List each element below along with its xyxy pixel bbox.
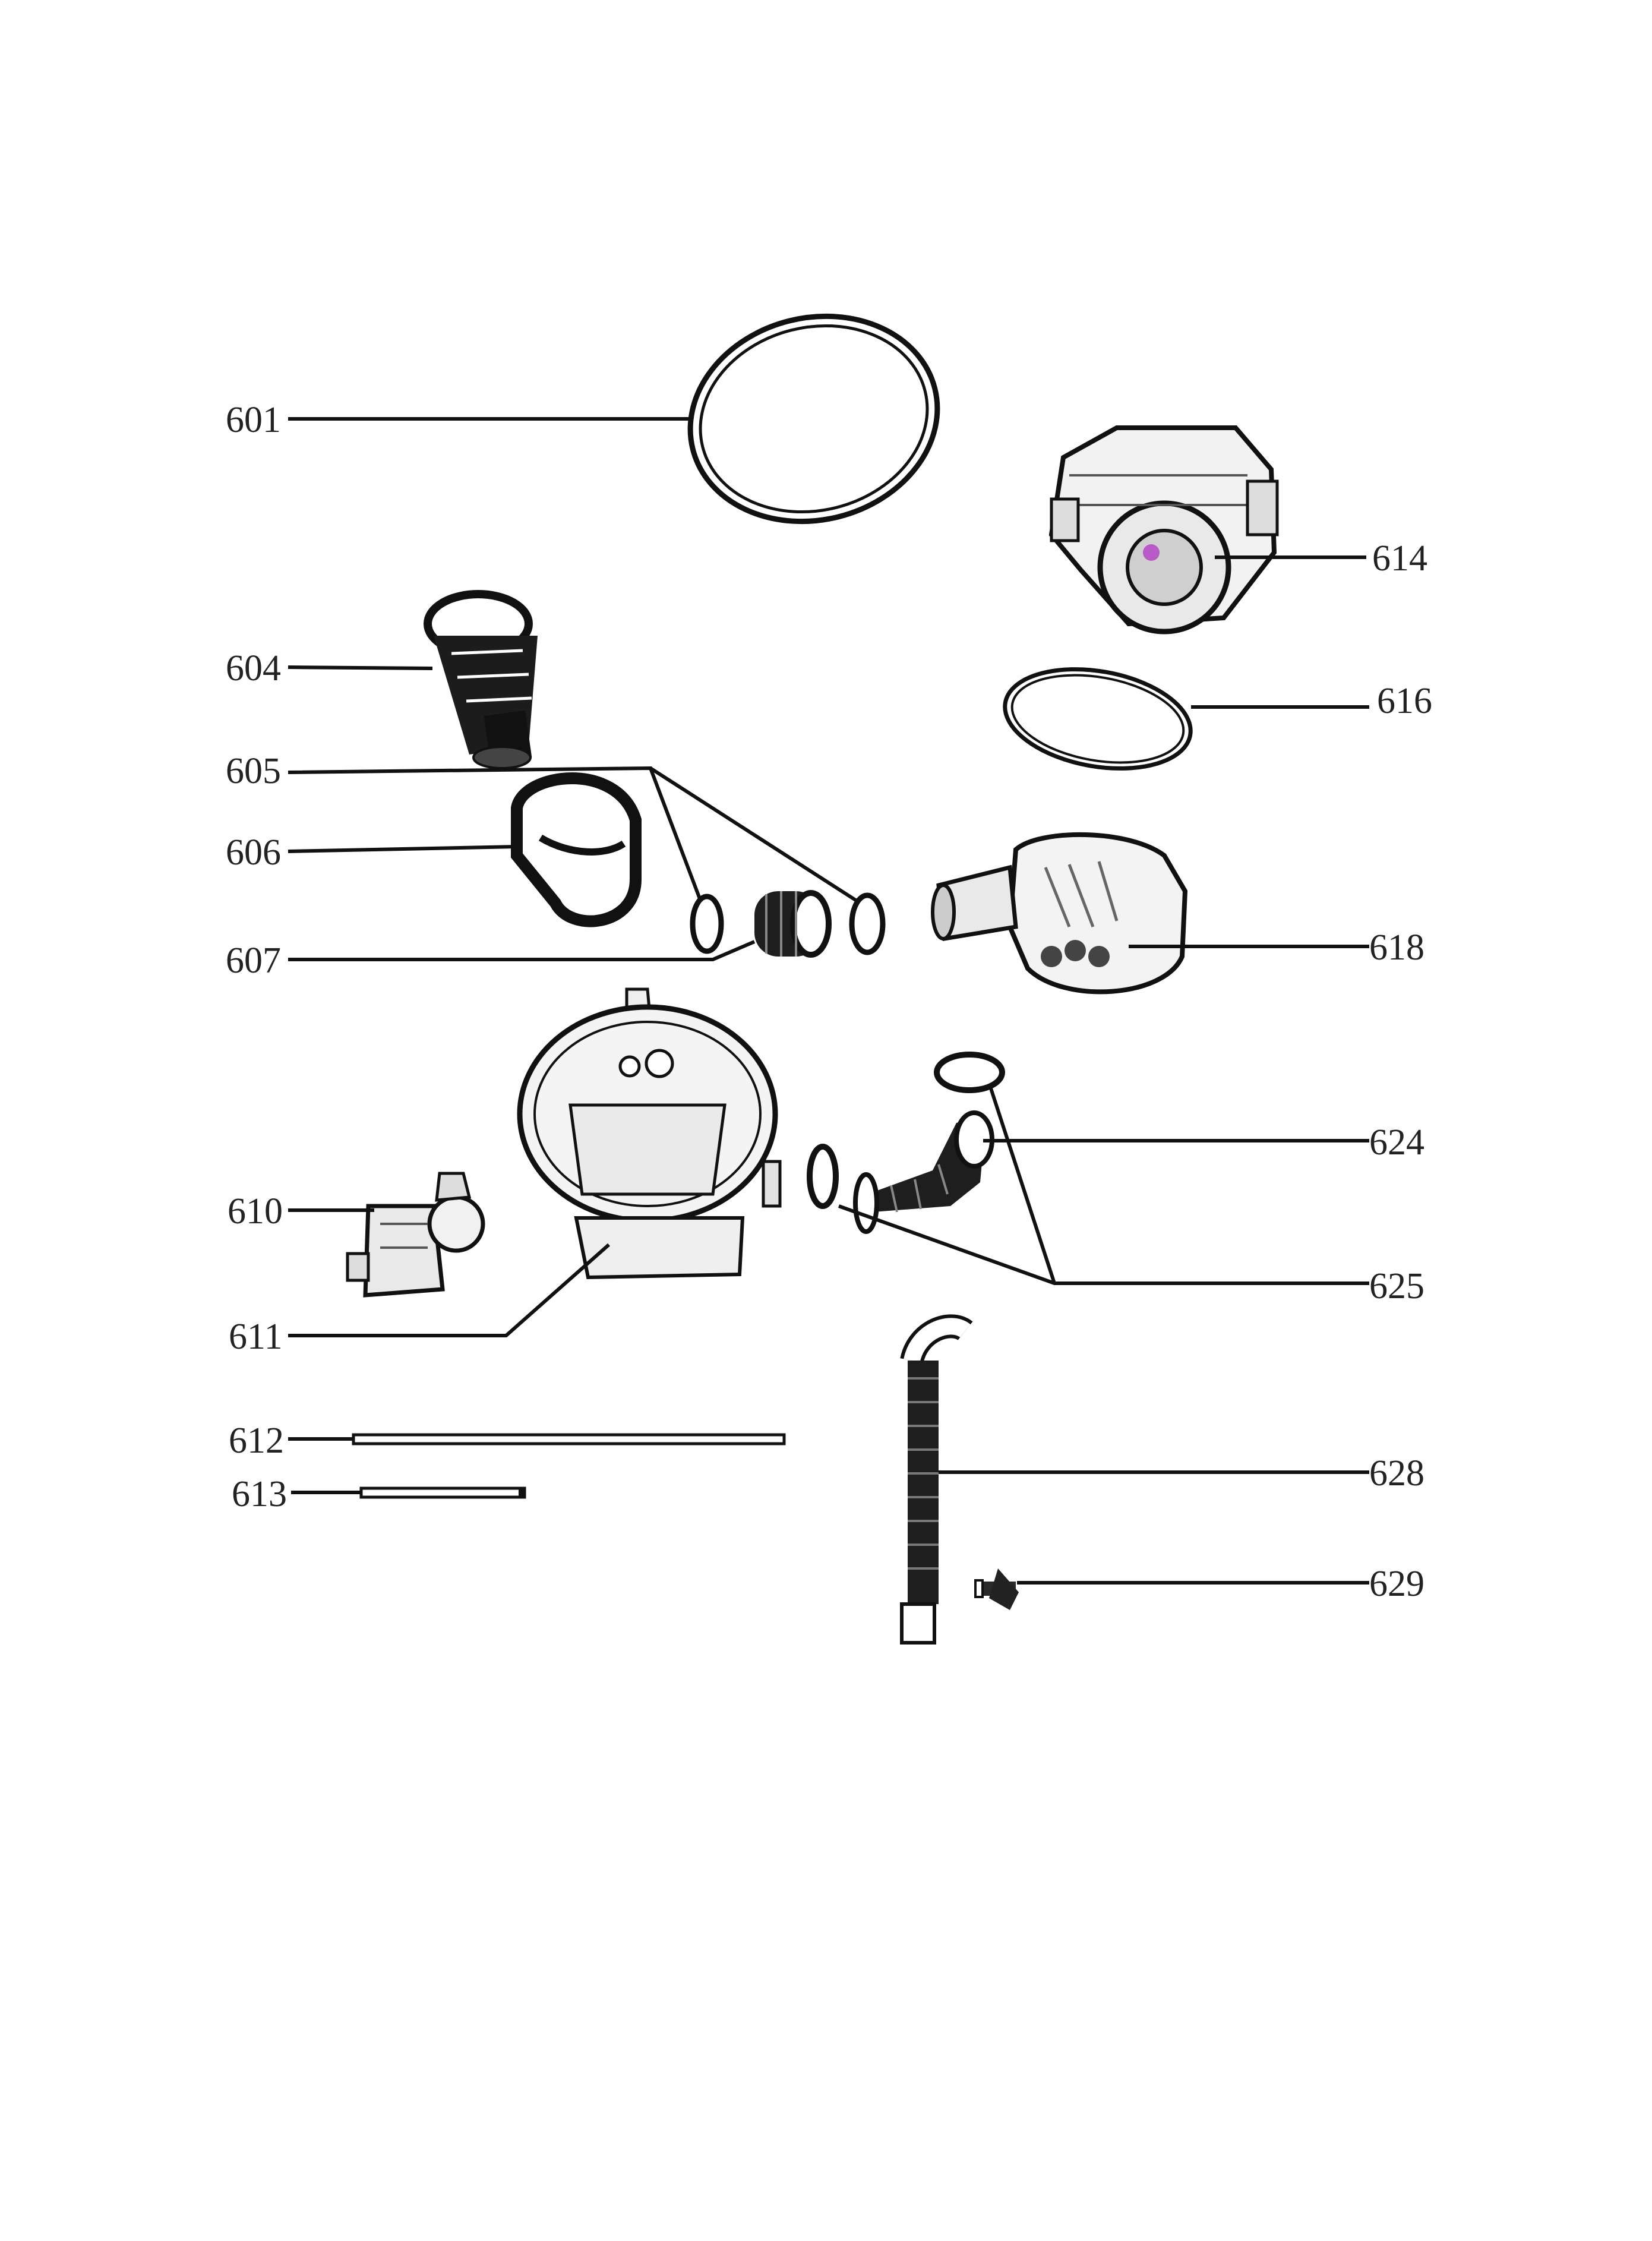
callout-618: 618 (1369, 927, 1424, 968)
part-612-long-rod (352, 1433, 786, 1445)
leader-605-branch (649, 766, 860, 904)
callout-612: 612 (229, 1421, 284, 1461)
part-611-sump-assembly (517, 987, 782, 1280)
leader-604 (288, 665, 433, 670)
callout-616: 616 (1377, 681, 1432, 721)
callout-601: 601 (226, 400, 281, 440)
callout-605: 605 (226, 751, 281, 791)
leader-607 (288, 940, 756, 961)
part-606-filter-frame (511, 772, 642, 927)
callout-624: 624 (1369, 1122, 1424, 1163)
part-618-heater-housing (931, 832, 1188, 995)
callout-604: 604 (226, 648, 281, 689)
callout-606: 606 (226, 832, 281, 873)
leader-611 (288, 1243, 610, 1337)
part-610-drain-pump (346, 1172, 485, 1298)
part-624-elbow-hose (853, 1110, 994, 1234)
callout-611: 611 (229, 1317, 283, 1357)
part-604-filter-cylinder (424, 590, 538, 769)
callout-610: 610 (228, 1191, 283, 1232)
part-625-hose-clamps (807, 1052, 1005, 1209)
part-614-circulation-pump (1048, 425, 1279, 635)
part-605-clamp-rings (690, 892, 886, 955)
part-629-check-valve (974, 1568, 1019, 1610)
leader-625-branch (989, 1088, 1056, 1284)
part-628-drain-hose (900, 1314, 973, 1645)
callout-628: 628 (1369, 1453, 1424, 1494)
callout-613: 613 (232, 1474, 287, 1514)
callout-625: 625 (1369, 1266, 1424, 1306)
callout-614: 614 (1372, 538, 1427, 579)
part-601-gasket-ring (687, 313, 940, 525)
leader-625 (838, 1204, 1369, 1285)
callout-607: 607 (226, 940, 281, 981)
leader-606 (288, 845, 517, 853)
part-616-o-ring (1003, 667, 1193, 771)
callout-629: 629 (1369, 1564, 1424, 1604)
part-607-connector-hose (754, 890, 832, 958)
part-613-short-rod (359, 1486, 526, 1499)
